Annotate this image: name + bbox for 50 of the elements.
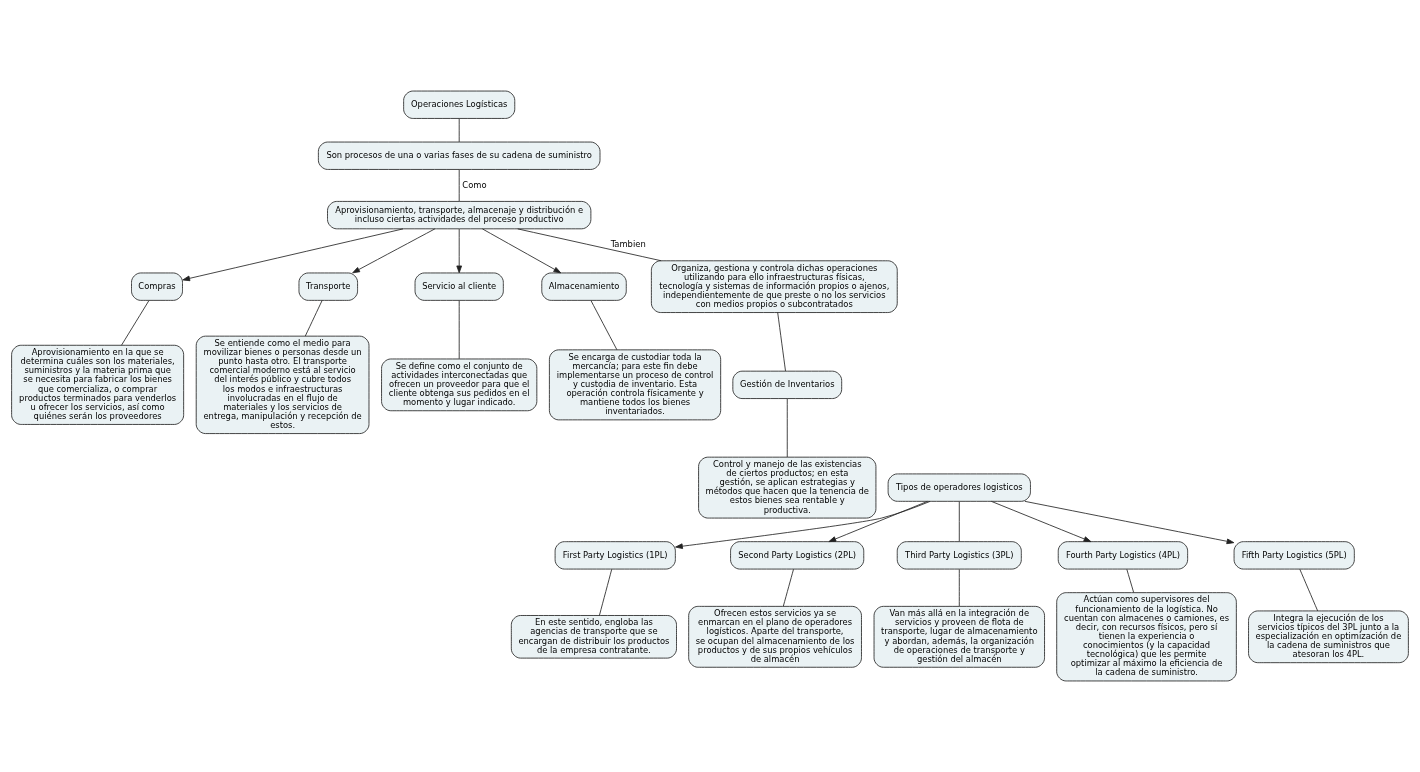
node-box: Servicio al cliente — [414, 272, 504, 301]
node-box: Fourth Party Logistics (4PL) — [1057, 541, 1189, 570]
node-box: Control y manejo de las existencias de ciertos productos; en esta gestión, se aplican estrategias y métodos que hacen que la tenencia de estos bienes sea rentable y productiva. — [698, 456, 877, 519]
connector — [1299, 568, 1319, 612]
arrow — [182, 228, 404, 282]
connector — [1126, 568, 1135, 593]
node-box: Operaciones Logísticas — [403, 90, 516, 119]
connector — [777, 312, 786, 372]
node-box: Tipos de operadores logisticos — [887, 473, 1031, 502]
connector — [304, 300, 323, 337]
arrow — [1024, 500, 1235, 545]
connector — [786, 398, 788, 458]
connector — [517, 228, 662, 262]
connector — [121, 300, 150, 346]
arrow — [481, 228, 562, 274]
connector — [782, 568, 794, 607]
node-box: En este sentido, engloba las agencias de transporte que se encargan de distribuir los productos de la empresa contratante. — [510, 615, 677, 659]
connector — [458, 118, 460, 143]
arrow — [352, 228, 436, 274]
node-box: Ofrecen estos servicios ya se enmarcan en el plano de operadores logísticos. Aparte del transporte, se ocupan del almacenamiento de los productos y de sus propios vehículos de almacén — [688, 605, 862, 668]
edge-label: Tambien — [610, 238, 646, 249]
edge-label: Como — [462, 179, 487, 190]
node-box: Aprovisionamiento en la que se determina cuáles son los materiales, suministros y la materia prima que se necesita para fabricar los bienes que comercializa, o comprar productos terminados para venderlos u ofrecer los servicios, así como quiénes serán los proveedores — [11, 344, 185, 425]
node-box: Se define como el conjunto de actividades interconectadas que ofrecen un proveedor para que el cliente obtenga sus pedidos en el momento y lugar indicado. — [381, 358, 538, 412]
node-box: Almacenamiento — [541, 272, 627, 301]
node-box: Aprovisionamiento, transporte, almacenaje y distribución e incluso ciertas actividades del proceso productivo — [327, 201, 592, 230]
connector — [590, 300, 618, 351]
node-box: Organiza, gestiona y controla dichas operaciones utilizando para ello infraestructuras físicas, tecnología y sistemas de información propios o ajenos, independientemente de que preste o no los servicios con medios propios o subcontratados — [650, 260, 898, 313]
connector — [458, 169, 460, 202]
connector — [958, 568, 960, 607]
connector — [458, 300, 460, 360]
node-box: Van más allá en la integración de servicios y proveen de flota de transporte, lugar de almacenamiento y abordan, además, la organización de operaciones de transporte y gestión del almacén — [873, 605, 1045, 668]
node-box: First Party Logistics (1PL) — [554, 541, 676, 570]
connector — [958, 501, 960, 542]
node-box: Son procesos de una o varias fases de su cadena de suministro — [317, 141, 601, 170]
arrow — [456, 228, 462, 274]
node-box: Se entiende como el medio para movilizar bienes o personas desde un punto hasta otro. El transporte comercial moderno está al servicio del interés público y cubre todos los modos e infraestructuras involucradas en el flujo de materiales y los servicios de entrega, manipulación y recepción de estos. — [195, 335, 370, 434]
node-box: Third Party Logistics (3PL) — [896, 541, 1022, 570]
arrow — [675, 501, 931, 549]
node-box: Second Party Logistics (2PL) — [730, 541, 865, 570]
node-box: Compras — [131, 272, 183, 301]
node-box: Gestión de Inventarios — [732, 370, 843, 399]
node-box: Fifth Party Logistics (5PL) — [1233, 541, 1355, 570]
node-box: Actúan como supervisores del funcionamiento de la logística. No cuentan con almacenes o camiones, es decir, con recursos físicos, pero sí tienen la experiencia o conocimientos (y la capacidad tecnológica) que les permite optimizar al máximo la eficiencia de la cadena de suministro. — [1056, 592, 1237, 682]
arrow — [828, 500, 928, 543]
node-box: Integra la ejecución de los servicios típicos del 3PL junto a la especialización en optimización de la cadena de suministros que atesoran los 4PL. — [1248, 610, 1409, 664]
node-box: Se encarga de custodiar toda la mercancía; para este fin debe implementarse un proceso de control y custodia de inventario. Esta operación controla físicamente y mantiene todos los bienes inventariados. — [548, 349, 722, 421]
node-box: Transporte — [298, 272, 358, 301]
connector — [599, 568, 613, 616]
arrow — [991, 500, 1092, 543]
